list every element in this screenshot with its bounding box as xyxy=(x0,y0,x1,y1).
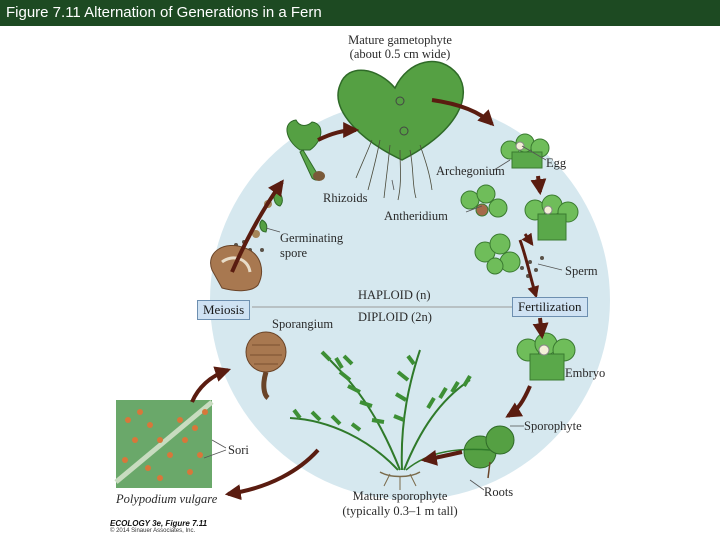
label-germinating-spore-line2: spore xyxy=(280,246,308,260)
life-cycle-disc xyxy=(210,100,610,500)
archegonium-egg-cells xyxy=(500,133,550,169)
label-polypodium-vulgare: Polypodium vulgare xyxy=(116,492,218,506)
young-gametophyte xyxy=(286,119,325,181)
antheridium-cells xyxy=(460,184,521,275)
label-germinating-spore-line1: Germinating xyxy=(280,231,344,245)
label-sporangium: Sporangium xyxy=(272,317,334,331)
arrow-embryo-to-sporophyte xyxy=(505,385,532,418)
credit-line-2: © 2014 Sinauer Associates, Inc. xyxy=(110,528,196,534)
meiosis-box: Meiosis xyxy=(197,300,251,320)
label-mature-sporophyte: Mature sporophyte xyxy=(352,489,448,503)
label-diploid: DIPLOID (2n) xyxy=(358,310,432,324)
arrow-to-mature-sporophyte xyxy=(420,450,463,466)
label-archegonium: Archegonium xyxy=(436,164,505,178)
label-haploid: HAPLOID (n) xyxy=(358,288,431,302)
label-sporophyte: Sporophyte xyxy=(524,419,582,433)
label-antheridium: Antheridium xyxy=(384,209,448,223)
arrow-egg-down xyxy=(530,175,547,196)
arrow-to-mature-gametophyte xyxy=(317,122,360,142)
figure-credit: ECOLOGY 3e, Figure 7.11 © 2014 Sinauer A… xyxy=(110,519,207,534)
label-mature-gametophyte: Mature gametophyte xyxy=(348,33,452,47)
title-bar: Figure 7.11 Alternation of Generations i… xyxy=(0,0,720,26)
cycle-arrows xyxy=(190,98,549,501)
label-embryo: Embryo xyxy=(565,366,606,380)
arrow-to-archegonium xyxy=(431,98,495,127)
label-roots: Roots xyxy=(484,485,514,499)
label-sperm: Sperm xyxy=(565,264,598,278)
archegonium-cells-2 xyxy=(524,194,579,241)
label-rhizoids: Rhizoids xyxy=(323,191,368,205)
closed-sporangium xyxy=(245,331,287,400)
fertilization-box: Fertilization xyxy=(512,297,588,317)
young-sporophyte xyxy=(463,425,515,479)
mature-sporophyte xyxy=(289,349,491,490)
embryo-cells xyxy=(516,332,576,381)
arrow-to-young-gametophyte xyxy=(230,179,284,273)
label-gametophyte-size: (about 0.5 cm wide) xyxy=(349,47,451,61)
polypodium-photo xyxy=(114,400,214,488)
label-sori: Sori xyxy=(228,443,249,457)
credit-line-1: ECOLOGY 3e, Figure 7.11 xyxy=(110,519,208,528)
arrow-to-embryo xyxy=(532,317,549,340)
sperm-cells xyxy=(520,256,544,278)
fertilization-arrows xyxy=(518,232,539,299)
figure-title: Figure 7.11 Alternation of Generations i… xyxy=(6,4,322,21)
leader-lines xyxy=(203,145,563,491)
label-egg: Egg xyxy=(546,156,567,170)
arrow-to-sporangium xyxy=(190,366,232,403)
label-sporophyte-size: (typically 0.3–1 m tall) xyxy=(342,504,458,518)
gametophyte-heart xyxy=(337,60,465,201)
arrow-to-sori xyxy=(224,448,320,501)
